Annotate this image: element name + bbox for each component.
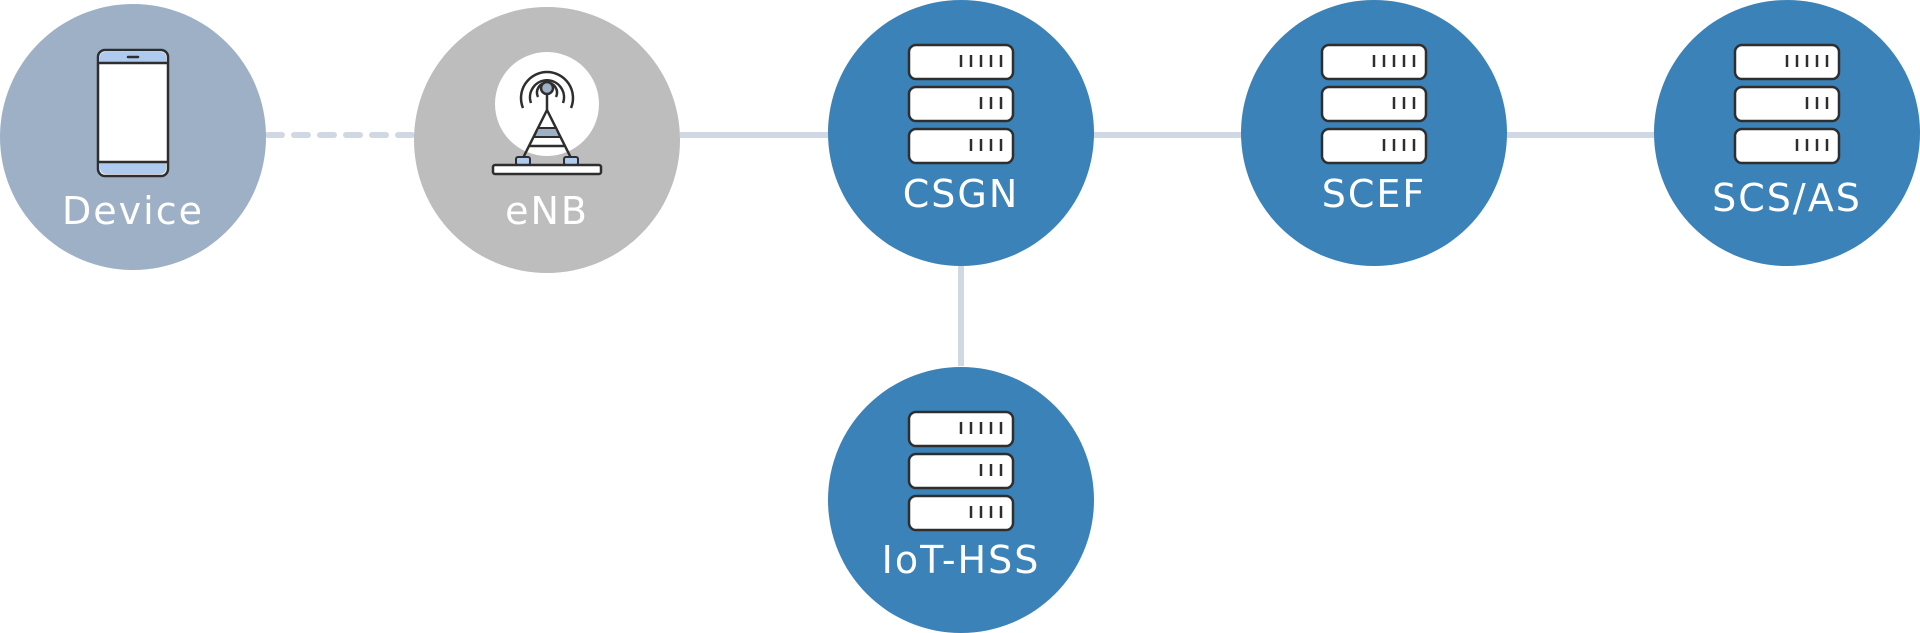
smartphone-icon — [96, 48, 170, 178]
node-csgn: CSGN — [828, 0, 1094, 266]
node-scef-label: SCEF — [1322, 172, 1427, 216]
server-rack-icon — [1733, 43, 1841, 165]
node-scs-as-label: SCS/AS — [1712, 176, 1862, 220]
node-scs-as: SCS/AS — [1654, 0, 1920, 266]
node-enb: eNB — [414, 7, 680, 273]
node-iot-hss: IoT-HSS — [828, 367, 1094, 633]
node-scef: SCEF — [1241, 0, 1507, 266]
node-enb-label: eNB — [505, 189, 589, 233]
server-rack-icon — [907, 410, 1015, 532]
server-rack-icon — [1320, 43, 1428, 165]
cell-tower-icon — [491, 70, 603, 176]
node-device: Device — [0, 4, 266, 270]
node-iot-hss-label: IoT-HSS — [882, 538, 1041, 582]
node-csgn-label: CSGN — [903, 172, 1020, 216]
server-rack-icon — [907, 43, 1015, 165]
node-device-label: Device — [62, 189, 204, 233]
